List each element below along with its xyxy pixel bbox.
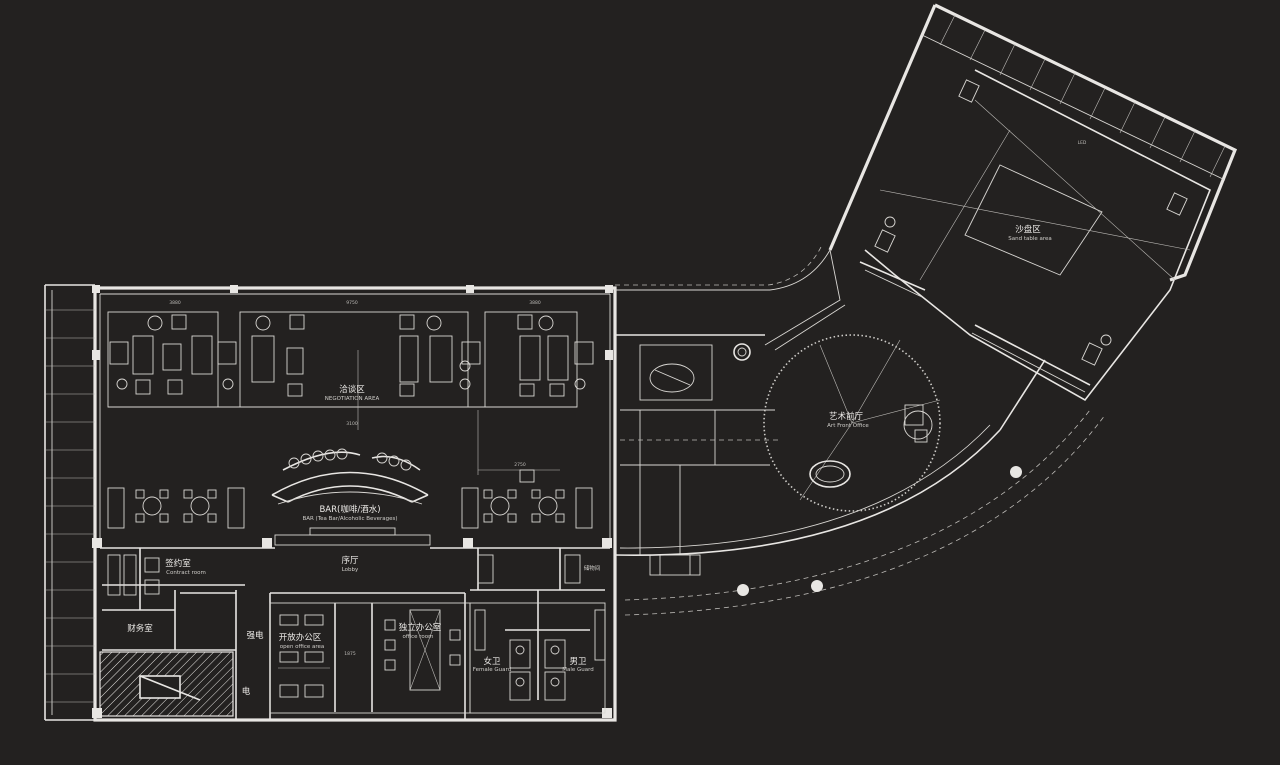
- male-restroom-label-en: Male Guard: [562, 667, 594, 673]
- electrical-room-label: 电: [242, 686, 251, 697]
- negotiation-area-label-en: NEGOTIATION AREA: [325, 396, 380, 402]
- female-restroom-label-en: Female Guard: [473, 667, 511, 673]
- sand-table: [964, 164, 1103, 276]
- lobby-label-en: Lobby: [342, 567, 359, 573]
- washroom-fixtures: [474, 554, 606, 701]
- curved-facade: [614, 359, 1106, 616]
- office-room-label-en: office room: [402, 634, 433, 640]
- outer-wall: [93, 286, 617, 722]
- negotiation-booths: [107, 311, 594, 408]
- artwork-platform: [639, 344, 713, 401]
- bar-label-cn: BAR(咖啡/酒水): [319, 504, 380, 515]
- male-restroom-label-cn: 男卫: [569, 657, 587, 667]
- open-office-desks: [278, 614, 330, 698]
- lobby-label-cn: 序厅: [341, 555, 359, 566]
- contract-room-label-en: Contract room: [166, 570, 206, 576]
- sand-table-label-cn: 沙盘区: [1015, 224, 1041, 235]
- art-hall-label-cn: 艺术前厅: [829, 411, 864, 422]
- sand-table-wing: [764, 3, 1238, 402]
- art-hall-label-en: Art Front Office: [827, 423, 869, 429]
- dim-9750: 9750: [346, 300, 358, 306]
- art-hall-rotunda: [763, 334, 941, 512]
- lounge-seating-left: [107, 487, 245, 529]
- open-office-label-en: open office area: [280, 644, 325, 650]
- female-restroom-label-cn: 女卫: [483, 656, 501, 667]
- dim-1875: 1875: [344, 651, 356, 657]
- negotiation-area-label-cn: 洽谈区: [339, 384, 365, 395]
- bar-label-en: BAR (Tea Bar/Alcoholic Beverages): [302, 516, 397, 522]
- power-room-label: 强电: [246, 630, 264, 641]
- sand-table-label-en: Sand table area: [1008, 236, 1052, 242]
- stairwell: [99, 651, 234, 717]
- main-building: 洽谈区 NEGOTIATION AREA 3880 9750 3880 3100…: [44, 284, 617, 722]
- columns: [92, 285, 613, 718]
- lounge-seating-right: [461, 469, 593, 529]
- west-curtain-wall: [45, 290, 95, 715]
- interior-walls: [100, 547, 610, 720]
- storage-label: 储物间: [584, 564, 601, 572]
- office-room-furniture: [384, 609, 461, 691]
- contract-room-furniture: [107, 554, 160, 596]
- finance-room-label: 财务室: [127, 623, 153, 634]
- dim-3880-left: 3880: [169, 300, 181, 306]
- open-office-label-cn: 开放办公区: [279, 632, 322, 643]
- connector-wing: [615, 244, 831, 576]
- dim-2750: 2750: [514, 462, 526, 468]
- contract-room-label-cn: 签约室: [165, 558, 191, 569]
- dim-3880-right: 3880: [529, 300, 541, 306]
- office-room-label-cn: 独立办公室: [399, 622, 442, 633]
- bar-counter: [271, 448, 431, 546]
- led-label: LED: [1078, 140, 1087, 146]
- dim-3100: 3100: [346, 421, 358, 427]
